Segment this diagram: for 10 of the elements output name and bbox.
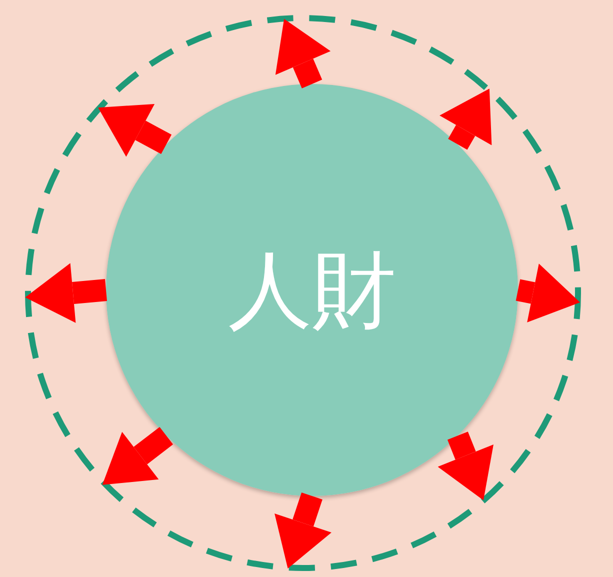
arrow (275, 18, 331, 88)
arrow (25, 263, 107, 323)
arrow (102, 426, 174, 485)
node-label: 人財 (228, 244, 396, 336)
dashed-circle (25, 15, 581, 571)
arrow (516, 264, 580, 322)
arrow (98, 104, 172, 157)
arrow (274, 492, 332, 569)
arrow (438, 432, 494, 500)
arrow (440, 88, 492, 150)
